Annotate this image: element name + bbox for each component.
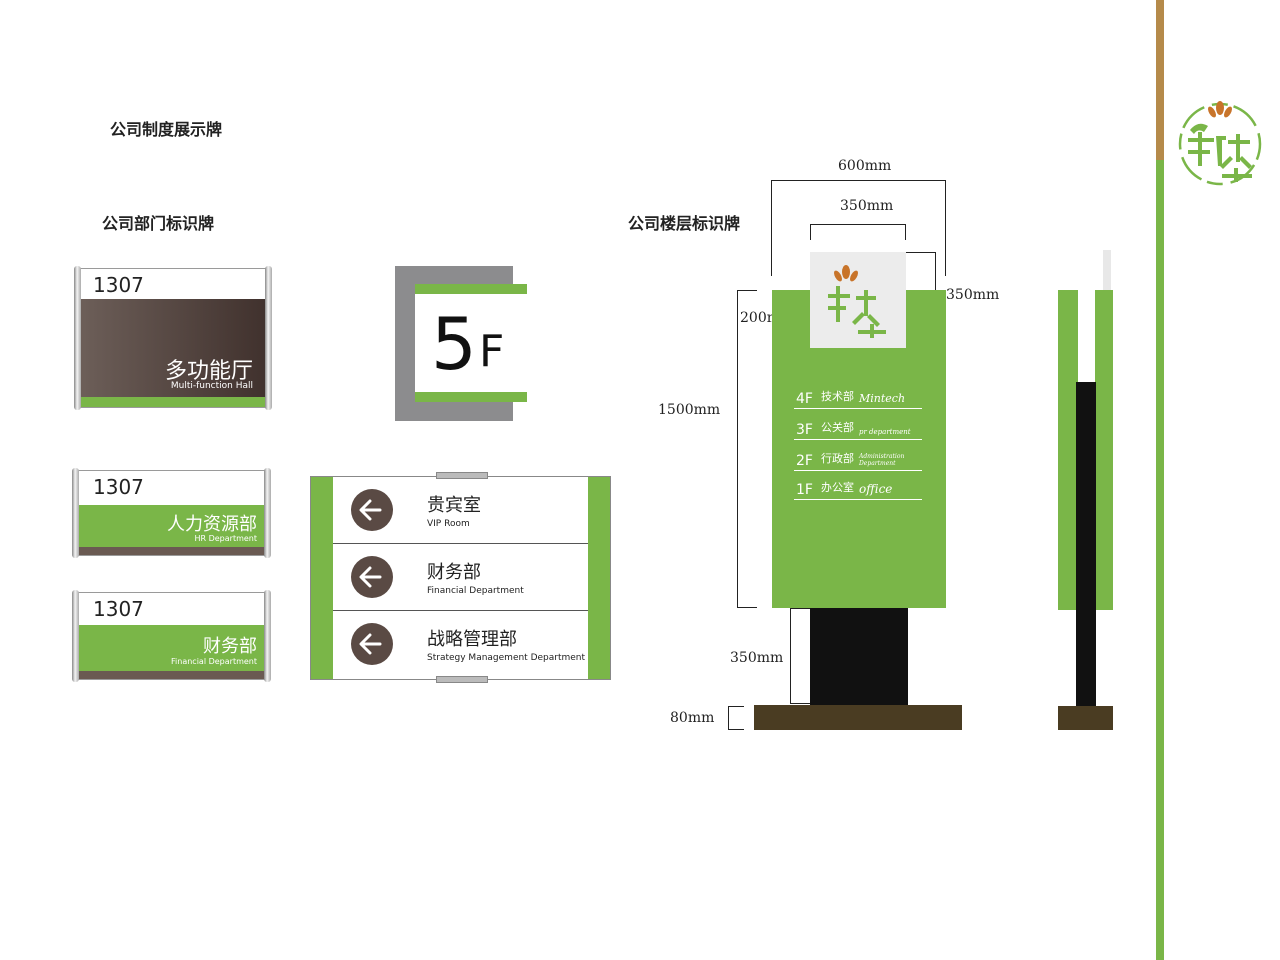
floor-dept-cn: 技术部 xyxy=(821,390,854,403)
dim-width-total: 600mm xyxy=(838,158,892,174)
door-sign-multifunction: 1307 多功能厅 Multi-function Hall xyxy=(78,268,270,408)
door-sign-green-strip xyxy=(79,397,269,407)
door-sign-financial: 1307 财务部 Financial Department xyxy=(78,592,270,680)
floor-dept-en: pr department xyxy=(859,428,911,436)
room-name-en: Multi-function Hall xyxy=(170,381,253,391)
accent-stripe-top xyxy=(1156,0,1164,160)
pylon-side-view xyxy=(1058,250,1114,732)
room-name-en: HR Department xyxy=(194,534,257,543)
arrow-left-icon xyxy=(351,489,393,531)
floor-dept-en: Mintech xyxy=(859,392,906,405)
pylon-logo-box xyxy=(810,252,906,348)
floor-label: 1F xyxy=(796,482,813,498)
floor-plate-number: 5 xyxy=(431,302,477,386)
room-number: 1307 xyxy=(93,475,144,499)
dim-bracket-600 xyxy=(771,180,946,276)
accent-stripe-bottom xyxy=(1156,160,1164,960)
dim-width-logo: 350mm xyxy=(840,198,894,214)
floor-dept-cn: 行政部 xyxy=(821,452,854,465)
directory-name-en: Strategy Management Department xyxy=(427,653,586,663)
room-number: 1307 xyxy=(93,597,144,621)
brand-logo xyxy=(1176,96,1264,192)
door-sign-panel: 人力资源部 HR Department xyxy=(79,505,269,547)
room-name-cn: 财务部 xyxy=(203,636,257,657)
dim-post-height: 350mm xyxy=(730,650,784,666)
rail-left xyxy=(74,266,81,410)
rail-left xyxy=(72,468,79,558)
dim-bracket-base xyxy=(728,706,744,730)
directory-clip-bottom xyxy=(436,676,488,683)
dim-bracket-1500 xyxy=(737,290,757,608)
pylon-floor-row: 4F 技术部 Mintech xyxy=(794,384,922,409)
floor-label: 4F xyxy=(796,391,813,407)
heading-floor-sign: 公司楼层标识牌 xyxy=(628,214,741,233)
directory-name-cn: 战略管理部 xyxy=(427,629,517,650)
directory-row: 战略管理部 Strategy Management Department xyxy=(333,611,588,677)
dim-panel-height: 1500mm xyxy=(658,402,721,418)
rail-right xyxy=(264,468,271,558)
floor-plate-top-strip xyxy=(415,284,527,294)
floor-plate-bottom-strip xyxy=(415,392,527,402)
side-post xyxy=(1076,382,1096,708)
door-sign-brown-strip xyxy=(79,547,269,555)
side-panel-left xyxy=(1058,290,1078,610)
side-base xyxy=(1058,706,1113,730)
heading-system-board: 公司制度展示牌 xyxy=(110,120,223,139)
heading-dept-sign: 公司部门标识牌 xyxy=(102,214,215,233)
directory-name-en: Financial Department xyxy=(427,586,524,596)
pylon-floor-row: 3F 公关部 pr department xyxy=(794,415,922,440)
rail-right xyxy=(264,590,271,682)
door-sign-brown-strip xyxy=(79,671,269,679)
dim-bracket-post xyxy=(790,608,810,704)
directory-row: 贵宾室 VIP Room xyxy=(333,477,588,544)
dim-base-height: 80mm xyxy=(670,710,715,726)
floor-label: 2F xyxy=(796,453,813,469)
pylon-base xyxy=(754,705,962,730)
arrow-left-icon xyxy=(351,623,393,665)
floor-plate: 5 F xyxy=(395,266,527,421)
directory-name-en: VIP Room xyxy=(427,519,470,529)
room-name-cn: 人力资源部 xyxy=(167,514,257,535)
dim-bracket-350 xyxy=(810,224,906,240)
room-name-en: Financial Department xyxy=(171,657,257,666)
floor-plate-letter: F xyxy=(479,326,505,377)
pylon-post xyxy=(810,608,908,706)
door-sign-hr: 1307 人力资源部 HR Department xyxy=(78,470,270,556)
dim-logo-height-right: 350mm xyxy=(946,287,1000,303)
directory-side-left xyxy=(311,477,333,679)
rail-right xyxy=(265,266,272,410)
pylon-floor-row: 1F 办公室 office xyxy=(794,475,922,500)
floor-dept-en: Administration Department xyxy=(859,453,905,467)
brand-logo-icon xyxy=(828,265,886,338)
side-panel-right xyxy=(1095,290,1113,610)
directory-side-right xyxy=(588,477,610,679)
directory-row: 财务部 Financial Department xyxy=(333,544,588,611)
floor-dept-cn: 办公室 xyxy=(821,481,854,494)
floor-dept-cn: 公关部 xyxy=(821,421,854,434)
pylon-floor-row: 2F 行政部 Administration Department xyxy=(794,446,922,471)
directory-name-cn: 财务部 xyxy=(427,562,481,583)
rail-left xyxy=(72,590,79,682)
directory-clip-top xyxy=(436,472,488,479)
arrow-left-icon xyxy=(351,556,393,598)
directory-name-cn: 贵宾室 xyxy=(427,495,481,516)
room-name-cn: 多功能厅 xyxy=(164,359,253,384)
floor-plate-face: 5 F xyxy=(415,294,527,392)
floor-dept-en: office xyxy=(859,482,893,496)
room-number: 1307 xyxy=(93,273,144,297)
floor-label: 3F xyxy=(796,422,813,438)
door-sign-panel: 财务部 Financial Department xyxy=(79,625,269,671)
directory-board: 贵宾室 VIP Room 财务部 Financial Department 战略… xyxy=(310,476,611,680)
door-sign-panel: 多功能厅 Multi-function Hall xyxy=(79,299,269,397)
